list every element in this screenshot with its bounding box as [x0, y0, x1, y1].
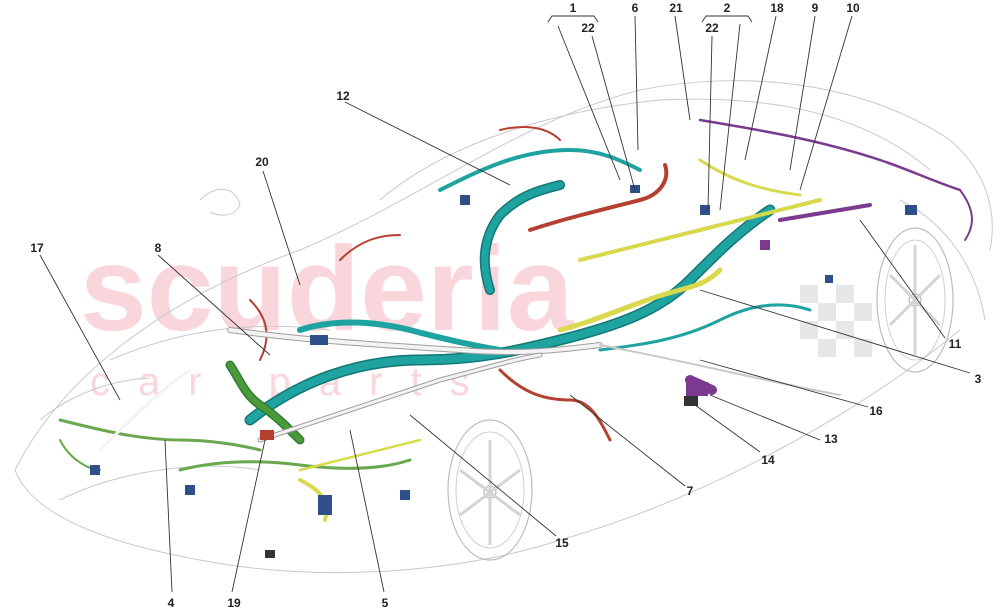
callout-9: 9 — [812, 1, 819, 15]
callout-5: 5 — [382, 596, 389, 610]
harness-yellow — [298, 158, 822, 472]
callout-10: 10 — [846, 1, 860, 15]
callout-12: 12 — [336, 89, 350, 103]
callout-1: 1 — [570, 1, 577, 15]
callout-8: 8 — [155, 241, 162, 255]
callout-7: 7 — [687, 484, 694, 498]
harness-red — [249, 126, 669, 442]
callout-6: 6 — [632, 1, 639, 15]
harness-white — [98, 327, 841, 452]
callout-18: 18 — [770, 1, 784, 15]
callout-11: 11 — [949, 337, 962, 351]
callout-labels: 1 22 6 21 2 22 18 9 10 12 20 17 8 11 3 1… — [30, 1, 981, 610]
callout-2: 2 — [724, 1, 731, 15]
callout-14: 14 — [761, 453, 775, 467]
checkered-flag-watermark — [800, 285, 872, 357]
callout-13: 13 — [824, 432, 838, 446]
connector-blocks — [90, 185, 917, 558]
callout-21: 21 — [669, 1, 683, 15]
callout-15: 15 — [555, 536, 569, 550]
callout-22-b: 22 — [705, 21, 719, 35]
callout-17: 17 — [30, 241, 44, 255]
callout-4: 4 — [168, 596, 175, 610]
callout-19: 19 — [227, 596, 241, 610]
leader-lines — [39, 15, 971, 593]
callout-3: 3 — [975, 372, 982, 386]
front-wheel — [447, 419, 533, 561]
callout-16: 16 — [869, 404, 883, 418]
callout-20: 20 — [255, 155, 269, 169]
harness-main-teal — [244, 148, 812, 426]
rear-wheel — [876, 227, 954, 373]
callout-22-a: 22 — [581, 21, 595, 35]
